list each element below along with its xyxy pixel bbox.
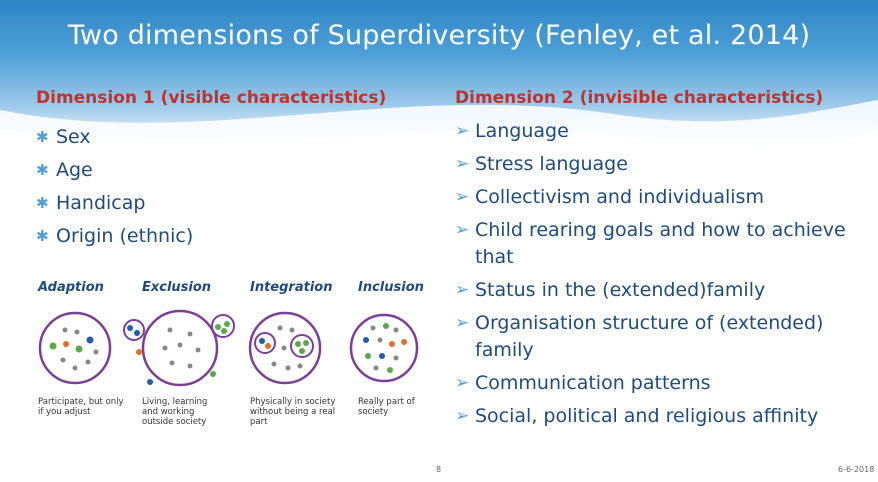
star-bullet-icon: ✱ xyxy=(36,127,49,146)
list-item: ➢Status in the (extended)family xyxy=(455,277,865,304)
diagram-caption-adaption: Participate, but only if you adjust xyxy=(38,397,124,417)
list-item-label: Organisation structure of (extended) fam… xyxy=(475,312,824,361)
diagram-label-integration: Integration xyxy=(250,280,333,295)
list-item-label: Origin (ethnic) xyxy=(56,224,194,247)
diagram-caption-exclusion: Living, learning and working outside soc… xyxy=(142,397,208,427)
list-item: ✱ Origin (ethnic) xyxy=(36,219,193,252)
diagram-caption-integration: Physically in society without being a re… xyxy=(250,397,336,427)
arrow-bullet-icon: ➢ xyxy=(455,187,470,207)
list-item: ➢Social, political and religious affinit… xyxy=(455,403,865,430)
arrow-bullet-icon: ➢ xyxy=(455,373,470,393)
star-bullet-icon: ✱ xyxy=(36,226,49,245)
list-item-label: Collectivism and individualism xyxy=(475,186,764,208)
slide-date: 6-6-2018 xyxy=(838,465,875,474)
diagram-label-adaption: Adaption xyxy=(38,280,104,295)
list-item: ➢Language xyxy=(455,118,865,145)
list-item-label: Communication patterns xyxy=(475,372,711,394)
list-item-label: Age xyxy=(56,158,93,181)
arrow-bullet-icon: ➢ xyxy=(455,121,470,141)
list-item-label: Social, political and religious affinity xyxy=(475,405,819,427)
diagram-label-inclusion: Inclusion xyxy=(358,280,424,295)
header-wave xyxy=(0,100,878,170)
dimension1-heading: Dimension 1 (visible characteristics) xyxy=(36,88,387,108)
list-item: ➢Organisation structure of (extended) fa… xyxy=(455,310,865,364)
page-number: 8 xyxy=(436,465,442,474)
list-item-label: Language xyxy=(475,120,569,142)
list-item-label: Stress language xyxy=(475,153,628,175)
list-item: ➢Child rearing goals and how to achieve … xyxy=(455,217,865,271)
integration-circle xyxy=(248,311,322,385)
arrow-bullet-icon: ➢ xyxy=(455,406,470,426)
adaption-circle xyxy=(38,311,112,385)
list-item: ✱ Sex xyxy=(36,120,193,153)
star-bullet-icon: ✱ xyxy=(36,193,49,212)
arrow-bullet-icon: ➢ xyxy=(455,154,470,174)
list-item-label: Handicap xyxy=(56,191,146,214)
superdiversity-diagram xyxy=(38,309,419,387)
dimension2-list: ➢Language ➢Stress language ➢Collectivism… xyxy=(455,118,865,436)
list-item: ➢Collectivism and individualism xyxy=(455,184,865,211)
list-item: ✱ Handicap xyxy=(36,186,193,219)
list-item: ✱ Age xyxy=(36,153,193,186)
list-item: ➢Communication patterns xyxy=(455,370,865,397)
arrow-bullet-icon: ➢ xyxy=(455,220,470,240)
dimension1-list: ✱ Sex ✱ Age ✱ Handicap ✱ Origin (ethnic) xyxy=(36,120,193,252)
list-item: ➢Stress language xyxy=(455,151,865,178)
arrow-bullet-icon: ➢ xyxy=(455,313,470,333)
inclusion-circle xyxy=(349,313,419,383)
dimension2-heading: Dimension 2 (invisible characteristics) xyxy=(455,88,824,108)
list-item-label: Status in the (extended)family xyxy=(475,279,766,301)
star-bullet-icon: ✱ xyxy=(36,160,49,179)
diagram-caption-inclusion: Really part of society xyxy=(358,397,415,417)
arrow-bullet-icon: ➢ xyxy=(455,280,470,300)
diagram-label-exclusion: Exclusion xyxy=(142,280,212,295)
slide-title: Two dimensions of Superdiversity (Fenley… xyxy=(67,20,811,51)
exclusion-circle xyxy=(123,309,235,387)
list-item-label: Sex xyxy=(56,125,91,148)
list-item-label: Child rearing goals and how to achieve t… xyxy=(475,219,846,268)
